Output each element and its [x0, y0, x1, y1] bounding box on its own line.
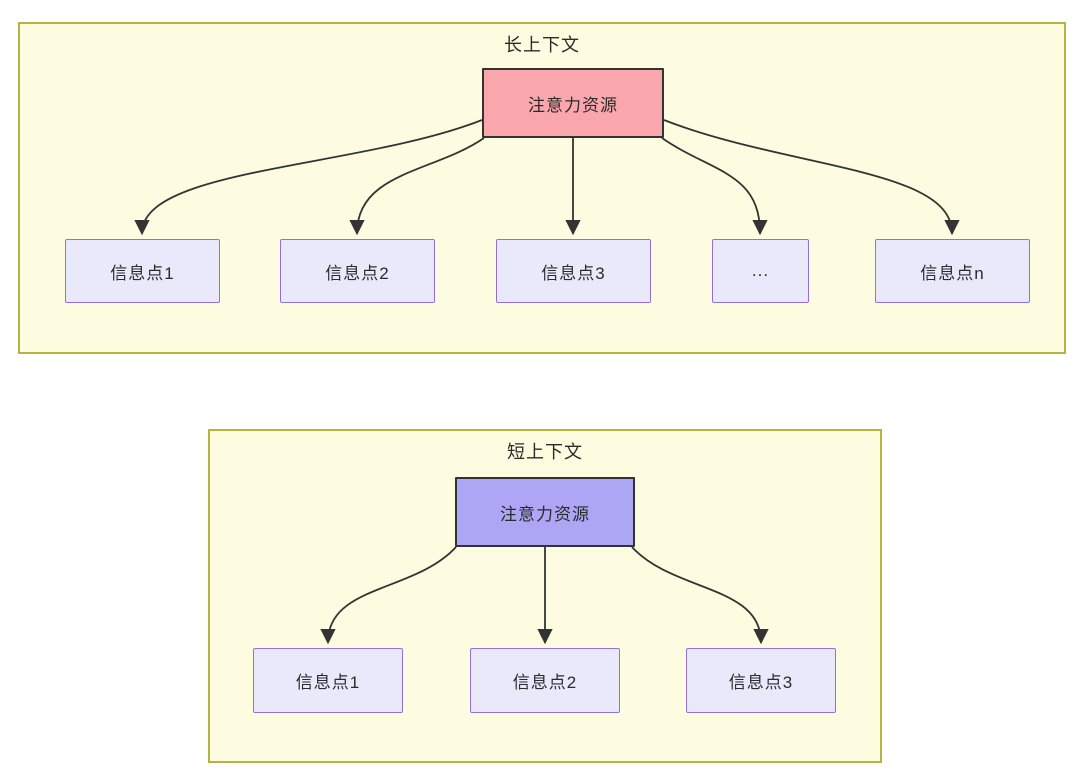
- long-info-node-3: 信息点3: [496, 239, 651, 303]
- short-info-node-2: 信息点2: [470, 648, 620, 713]
- short-attention-node: 注意力资源: [455, 477, 635, 547]
- long-info-node-n: 信息点n: [875, 239, 1030, 303]
- short-info-node-1: 信息点1: [253, 648, 403, 713]
- long-attention-node: 注意力资源: [482, 68, 664, 138]
- long-info-node-dots: ...: [712, 239, 809, 303]
- short-context-title: 短上下文: [507, 442, 583, 462]
- long-context-title: 长上下文: [504, 35, 580, 55]
- long-info-node-2: 信息点2: [280, 239, 435, 303]
- short-info-node-3: 信息点3: [686, 648, 836, 713]
- long-info-node-1: 信息点1: [65, 239, 220, 303]
